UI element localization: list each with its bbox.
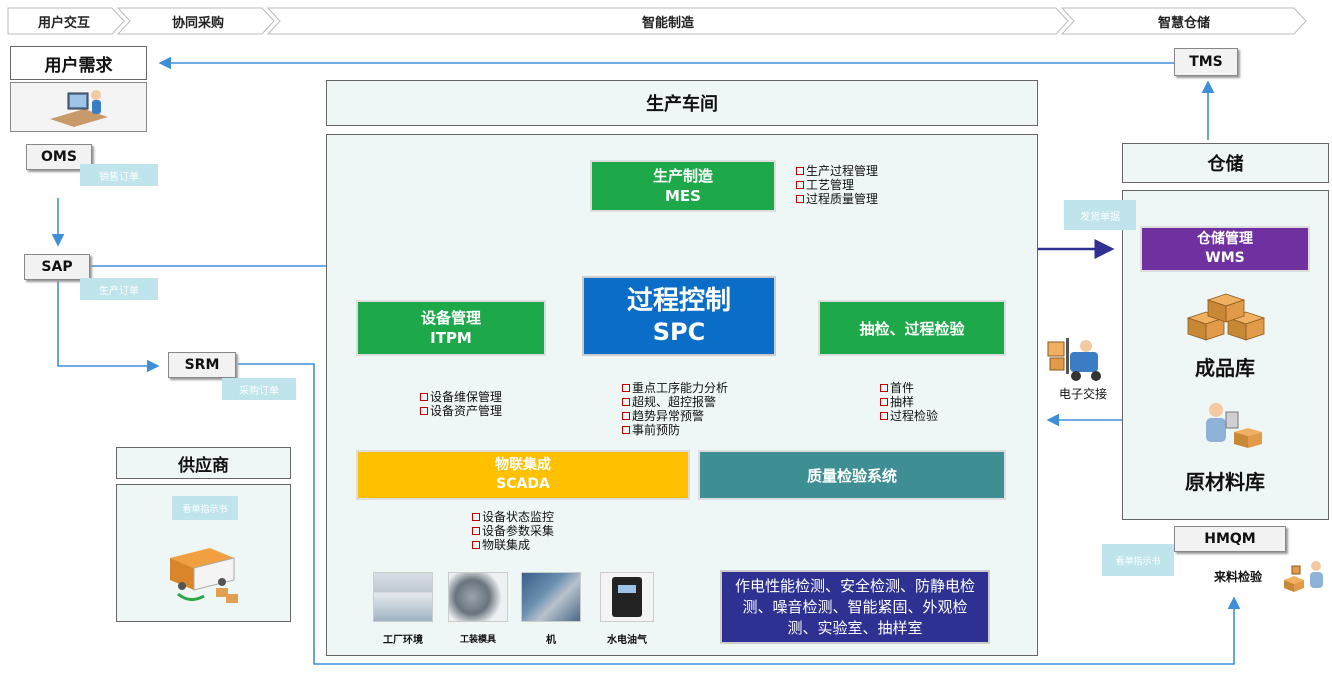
production-order-tag: 生产订单 [80, 278, 158, 300]
finished-goods-label: 成品库 [1195, 355, 1255, 380]
itpm-name: 设备管理 [420, 309, 481, 327]
mes-feature: 工艺管理 [806, 178, 855, 192]
spc-feature: 事前预防 [632, 423, 681, 437]
mes-code: MES [665, 187, 701, 205]
incoming-inspection-label: 来料检验 [1213, 569, 1262, 584]
storage-header: 仓储 [1122, 143, 1329, 183]
scada-name: 物联集成 [495, 457, 551, 473]
workshop-header: 生产车间 [326, 80, 1038, 126]
tms-node[interactable]: TMS [1174, 48, 1238, 76]
phase-collab-purchasing: 协同采购 [171, 15, 224, 31]
photo-caption: 机 [546, 634, 556, 646]
delivery-truck-icon [160, 540, 244, 610]
phase-user-interaction: 用户交互 [37, 15, 90, 31]
user-demand-header: 用户需求 [10, 46, 147, 80]
spc-box[interactable]: 过程控制 SPC [582, 276, 776, 356]
inspection-feature: 抽样 [890, 395, 915, 409]
phase-bar [7, 7, 1307, 35]
scada-features: 设备状态监控 设备参数采集 物联集成 [472, 510, 554, 552]
itpm-feature: 设备维保管理 [430, 390, 503, 404]
machine-photo [521, 572, 581, 622]
user-computer-icon [10, 82, 147, 132]
hmqm-node[interactable]: HMQM [1174, 526, 1286, 552]
wms-name: 仓储管理 [1197, 231, 1253, 247]
sap-node[interactable]: SAP [24, 254, 90, 280]
mes-box[interactable]: 生产制造 MES [590, 160, 776, 212]
photo-caption: 工装模具 [459, 634, 496, 645]
phase-smart-warehousing: 智慧仓储 [1157, 15, 1210, 31]
purchase-order-tag: 采购订单 [222, 378, 296, 400]
scada-code: SCADA [496, 476, 550, 492]
wms-box[interactable]: 仓储管理 WMS [1140, 226, 1310, 272]
photo-caption: 水电油气 [607, 634, 647, 646]
wms-code: WMS [1205, 250, 1245, 266]
itpm-feature: 设备资产管理 [430, 404, 503, 418]
quality-tests-box: 作电性能检测、安全检测、防静电检测、噪音检测、智能紧固、外观检测、实验室、抽样室 [720, 570, 990, 644]
photo-caption: 工厂环境 [383, 634, 423, 646]
itpm-features: 设备维保管理 设备资产管理 [420, 390, 502, 418]
spc-feature: 趋势异常预警 [632, 409, 705, 423]
spc-features: 重点工序能力分析 超规、超控报警 趋势异常预警 事前预防 [622, 381, 728, 437]
mes-feature: 生产过程管理 [806, 164, 879, 178]
handover-label: 电子交接 [1058, 386, 1107, 401]
factory-environment-photo [373, 572, 433, 622]
raw-materials-label: 原材料库 [1185, 469, 1265, 494]
scada-feature: 设备参数采集 [482, 524, 555, 538]
inspection-worker-icon [1280, 558, 1330, 598]
worker-boxes-icon [1198, 398, 1268, 456]
hmqm-kanban-tag: 看单指示书 [1102, 544, 1174, 576]
srm-node[interactable]: SRM [168, 352, 236, 378]
spc-feature: 超规、超控报警 [632, 395, 717, 409]
spc-feature: 重点工序能力分析 [632, 381, 729, 395]
utility-meter-photo [600, 572, 654, 622]
inspection-box[interactable]: 抽检、过程检验 [818, 300, 1006, 356]
tooling-mold-photo [448, 572, 508, 622]
boxes-icon [1184, 288, 1272, 348]
supplier-header: 供应商 [116, 447, 291, 479]
itpm-box[interactable]: 设备管理 ITPM [356, 300, 546, 356]
spc-code: SPC [652, 318, 706, 346]
inspection-feature: 首件 [890, 381, 915, 395]
supplier-kanban-tag: 看单指示书 [172, 496, 238, 520]
scada-feature: 物联集成 [482, 538, 531, 552]
itpm-code: ITPM [430, 329, 472, 347]
scada-feature: 设备状态监控 [482, 510, 555, 524]
qis-box[interactable]: 质量检验系统 [698, 450, 1006, 500]
delivery-doc-tag: 发货单据 [1064, 200, 1136, 230]
mes-name: 生产制造 [652, 167, 713, 185]
mes-features: 生产过程管理 工艺管理 过程质量管理 [796, 164, 878, 206]
sales-order-tag: 销售订单 [80, 164, 158, 186]
inspection-feature: 过程检验 [890, 409, 939, 423]
inspection-features: 首件 抽样 过程检验 [880, 381, 938, 423]
scada-box[interactable]: 物联集成 SCADA [356, 450, 690, 500]
spc-name: 过程控制 [626, 286, 731, 316]
workshop-panel [326, 134, 1038, 656]
forklift-icon [1046, 332, 1110, 388]
mes-feature: 过程质量管理 [806, 192, 879, 206]
phase-smart-manufacturing: 智能制造 [641, 15, 694, 31]
